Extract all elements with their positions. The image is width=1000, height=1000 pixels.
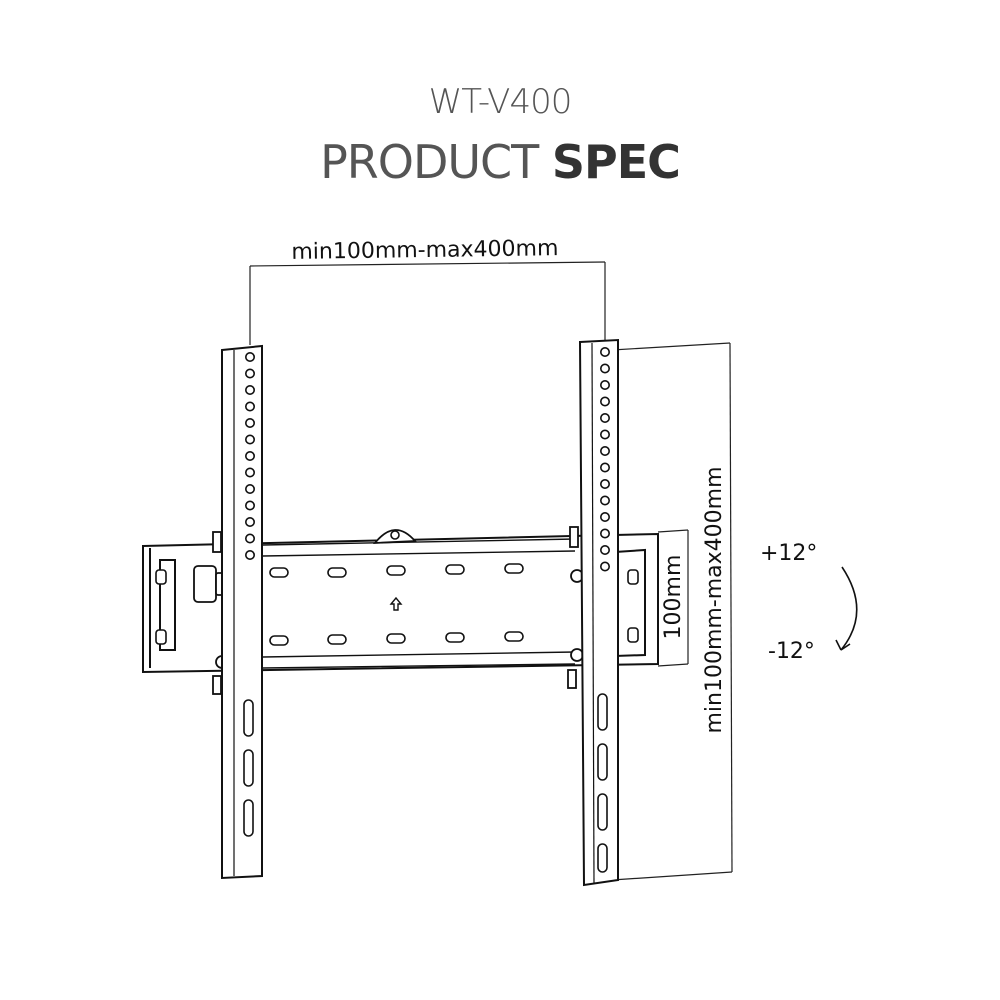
mount-hole — [599, 561, 610, 572]
mount-hole — [245, 467, 256, 478]
right-arm — [578, 338, 619, 887]
mount-hole — [245, 434, 256, 445]
mount-hole — [245, 500, 256, 511]
mount-hole — [245, 368, 256, 379]
title-bold: SPEC — [551, 135, 681, 189]
mount-hole — [245, 417, 256, 428]
mount-hole — [245, 450, 256, 461]
mount-hole — [599, 346, 610, 357]
mount-hole — [245, 384, 256, 395]
mount-hole — [599, 478, 610, 489]
tilt-up-label: +12° — [760, 541, 817, 566]
tilt-down-label: -12° — [768, 639, 815, 664]
mount-hole — [599, 544, 610, 555]
mount-hole — [599, 495, 610, 506]
vertical-dimension — [611, 342, 733, 881]
horizontal-dimension-label: min100mm-max400mm — [291, 236, 558, 265]
title-light: PRODUCT — [320, 135, 539, 189]
mount-hole — [599, 511, 610, 522]
mount-hole — [245, 483, 256, 494]
mount-hole — [599, 396, 610, 407]
vertical-dimension-label: min100mm-max400mm — [702, 466, 727, 733]
mount-hole — [599, 445, 610, 456]
mount-hole — [245, 549, 256, 560]
tilt-arrow-head — [835, 639, 851, 651]
mount-hole — [599, 429, 610, 440]
mount-hole — [599, 528, 610, 539]
left-arm — [221, 344, 263, 880]
mount-hole — [245, 351, 256, 362]
mount-hole — [599, 379, 610, 390]
mount-hole — [245, 516, 256, 527]
tilt-knobs — [193, 526, 584, 695]
mount-hole — [599, 462, 610, 473]
tilt-arc — [840, 566, 858, 651]
model-number: WT-V400 — [428, 82, 573, 122]
page-title: PRODUCT SPEC — [0, 135, 1000, 189]
plate-dimension-label: 100mm — [661, 555, 686, 640]
mount-hole — [599, 412, 610, 423]
horizontal-dimension — [249, 261, 606, 345]
mount-hole — [245, 533, 256, 544]
mount-hole — [245, 401, 256, 412]
mount-hole — [599, 363, 610, 374]
up-arrow-icon — [389, 596, 403, 611]
plate-dimension — [657, 529, 689, 667]
